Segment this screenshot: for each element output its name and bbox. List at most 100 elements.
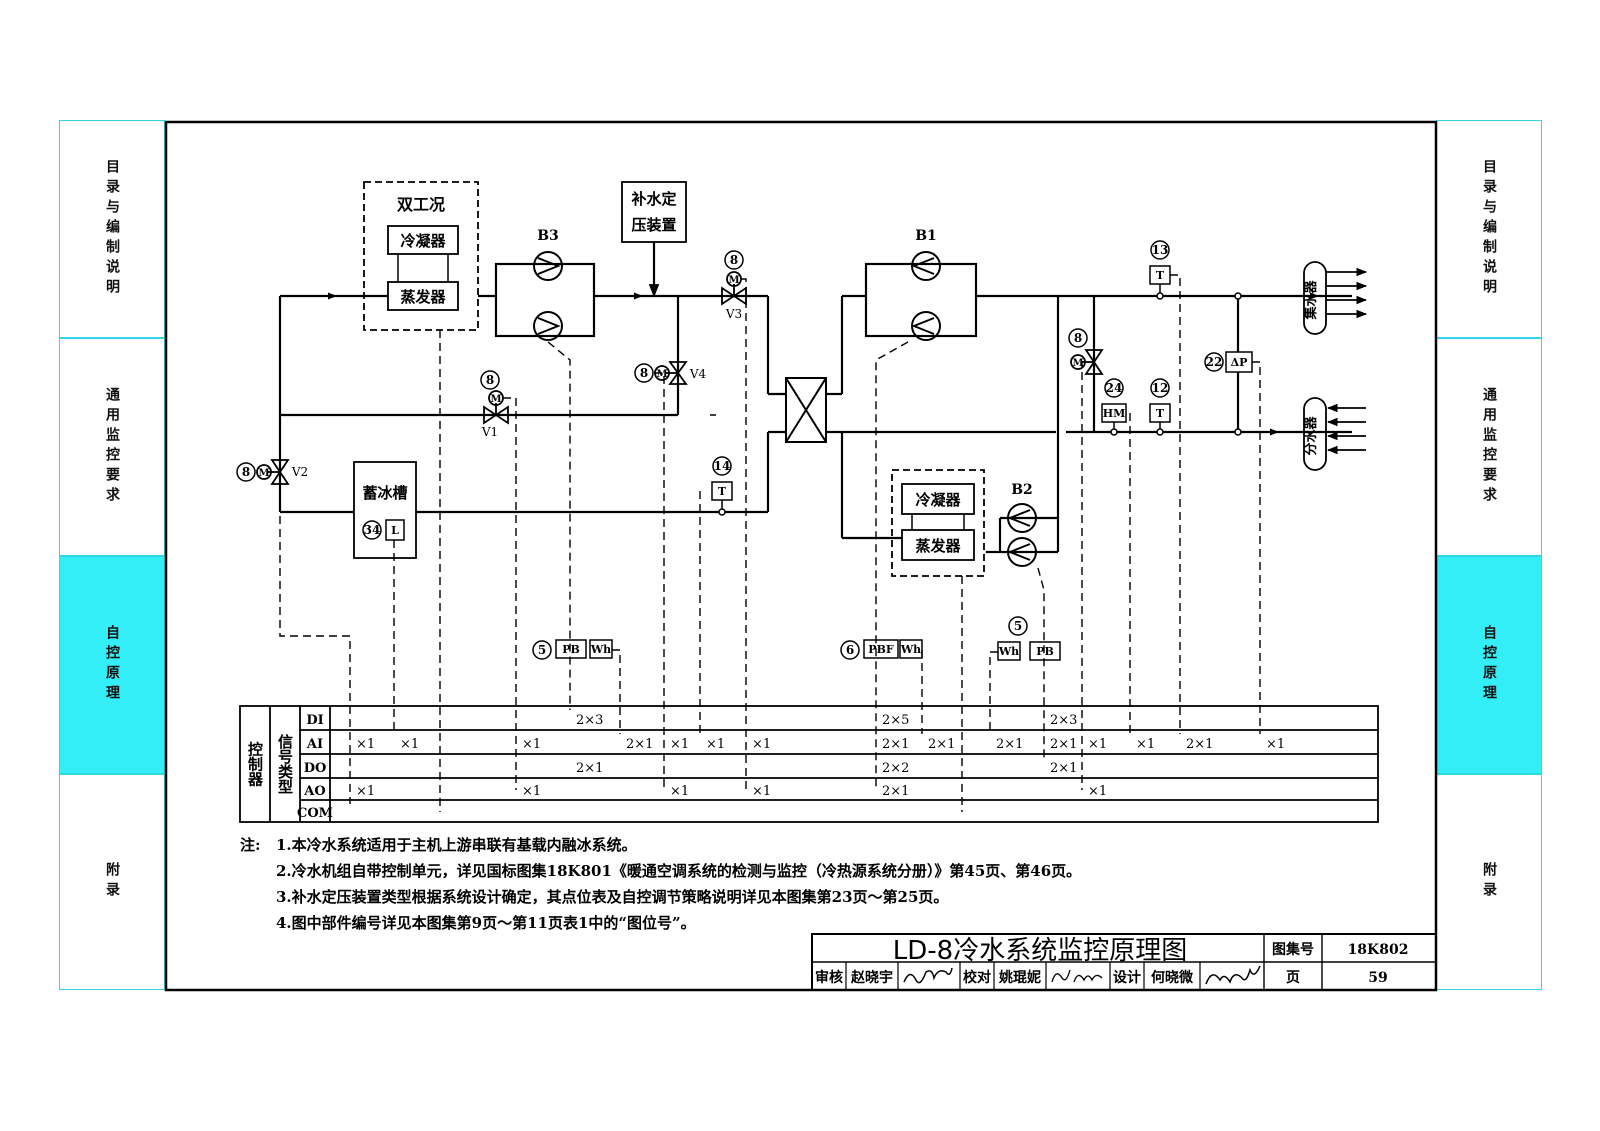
ai-bypass: ×1 — [1088, 737, 1107, 752]
valve-v2 — [256, 459, 290, 485]
note-3: 3.补水定压装置类型根据系统设计确定，其点位表及自控调节策略说明详见本图集第23… — [276, 888, 948, 906]
pump-b3-upper — [533, 251, 563, 281]
tag-13 — [1150, 240, 1170, 260]
tag-8-v2 — [236, 462, 256, 482]
left-tab-label: 目录与编制说明 — [104, 159, 120, 299]
sensor-dp-22-label: ΔP — [1231, 356, 1248, 369]
valve-v1-m: M — [490, 394, 501, 405]
controller-title: 控制器 — [246, 741, 264, 788]
ao-v2: ×1 — [356, 784, 375, 799]
ai-v3: ×1 — [752, 737, 771, 752]
review-label: 审核 — [815, 969, 843, 986]
valve-v4-m: M — [656, 369, 667, 380]
do-b3: 2×1 — [576, 761, 603, 776]
left-tab-control-principle[interactable]: 自控原理 — [59, 556, 165, 774]
sensor-hm-24-label: HM — [1103, 407, 1126, 420]
chiller-b2-enclosure — [891, 469, 985, 577]
right-tab-control-principle[interactable]: 自控原理 — [1436, 556, 1542, 774]
sensor-level-34 — [385, 519, 405, 541]
ai-wh-mid: 2×1 — [928, 737, 955, 752]
ai-hm: ×1 — [1136, 737, 1155, 752]
evaporator-box — [387, 281, 459, 311]
tag-5-right-num: 5 — [1014, 619, 1022, 633]
ai-t-pair: 2×1 — [1186, 737, 1213, 752]
pump-b3-label: B3 — [537, 228, 559, 244]
tag-13-num: 13 — [1152, 243, 1169, 257]
signal-type-title: 信号类型 — [276, 733, 294, 794]
row-ai: AI — [306, 737, 323, 752]
valve-v2-label: V2 — [291, 465, 308, 479]
ice-tank-label: 蓄冰槽 — [362, 484, 407, 502]
signal-lines — [279, 274, 1261, 812]
divider-label: 分水器 — [1303, 416, 1319, 456]
row-com: COM — [297, 806, 333, 821]
tag-22 — [1204, 352, 1224, 372]
condenser-label-2: 冷凝器 — [915, 491, 961, 509]
title-block — [811, 933, 1437, 991]
collector-label: 集水器 — [1303, 280, 1319, 321]
ai-b1: 2×1 — [882, 737, 909, 752]
tag-12-num: 12 — [1152, 381, 1169, 395]
ao-b1: 2×1 — [882, 784, 909, 799]
controller-table — [239, 705, 1379, 823]
condenser-box — [387, 225, 459, 255]
tag-8-v4 — [634, 363, 654, 383]
sensor-wh-mid-label: Wh — [900, 643, 921, 656]
evaporator-label: 蒸发器 — [400, 288, 446, 306]
tag-5-left — [532, 640, 552, 660]
note-4: 4.图中部件编号详见本图集第9页～第11页表1中的“图位号”。 — [276, 914, 696, 932]
left-tab-appendix[interactable]: 附录 — [59, 774, 165, 990]
left-tab-label: 附录 — [104, 862, 120, 902]
sensor-pb-right — [1029, 641, 1061, 661]
left-tab-label: 自控原理 — [104, 625, 120, 705]
condenser-label: 冷凝器 — [400, 232, 446, 250]
sensor-pb-left — [555, 639, 587, 659]
sensor-t-14-label: T — [718, 485, 727, 498]
sensor-level-34-label: L — [391, 524, 399, 537]
sensor-wh-left — [589, 639, 613, 659]
di-b3: 2×3 — [576, 713, 603, 728]
valve-v1-label: V1 — [481, 425, 498, 439]
check-label: 校对 — [963, 969, 991, 986]
sensor-wh-right — [997, 641, 1021, 661]
tag-12 — [1150, 378, 1170, 398]
tag-22-num: 22 — [1206, 355, 1223, 369]
ai-v2: ×1 — [356, 737, 375, 752]
ai-wh-right: 2×1 — [996, 737, 1023, 752]
right-tab-label: 通用监控要求 — [1481, 387, 1497, 507]
ai-pbwh-left: 2×1 — [626, 737, 653, 752]
valve-v3-m: M — [728, 275, 739, 286]
heat-exchanger — [785, 377, 827, 443]
ao-v3: ×1 — [752, 784, 771, 799]
sensor-wh-right-label: Wh — [998, 645, 1019, 658]
row-ao: AO — [303, 784, 325, 799]
condenser-box-2 — [901, 483, 975, 515]
row-di: DI — [306, 713, 323, 728]
di-b2: 2×3 — [1050, 713, 1077, 728]
evaporator-label-2: 蒸发器 — [915, 537, 961, 555]
ai-b2: 2×1 — [1050, 737, 1077, 752]
valve-bypass-right-m: M — [1072, 358, 1083, 369]
sensor-wh-left-label: Wh — [590, 643, 611, 656]
di-b1: 2×5 — [882, 713, 909, 728]
atlas-label: 图集号 — [1272, 941, 1314, 958]
tag-24-num: 24 — [1106, 381, 1123, 395]
pump-b3-lower — [533, 311, 563, 341]
note-1: 1.本冷水系统适用于主机上游串联有基载内融冰系统。 — [276, 836, 637, 854]
pump-b2-lower — [1007, 537, 1037, 567]
tag-6-num: 6 — [846, 643, 854, 657]
tag-8-v1-num: 8 — [486, 373, 494, 387]
tag-8-v1 — [480, 370, 500, 390]
left-tab-contents[interactable]: 目录与编制说明 — [59, 120, 165, 338]
sensor-wh-mid — [899, 639, 923, 659]
page-number: 59 — [1368, 970, 1387, 986]
left-tab-general[interactable]: 通用监控要求 — [59, 338, 165, 556]
makeup-label-1: 补水定 — [630, 190, 676, 208]
tag-8-bypass — [1068, 328, 1088, 348]
ai-level: ×1 — [400, 737, 419, 752]
do-b1: 2×2 — [882, 761, 909, 776]
makeup-label-2: 压装置 — [631, 216, 676, 234]
ai-v4: ×1 — [670, 737, 689, 752]
water-collector — [1303, 261, 1368, 335]
right-tab-label: 自控原理 — [1481, 625, 1497, 705]
